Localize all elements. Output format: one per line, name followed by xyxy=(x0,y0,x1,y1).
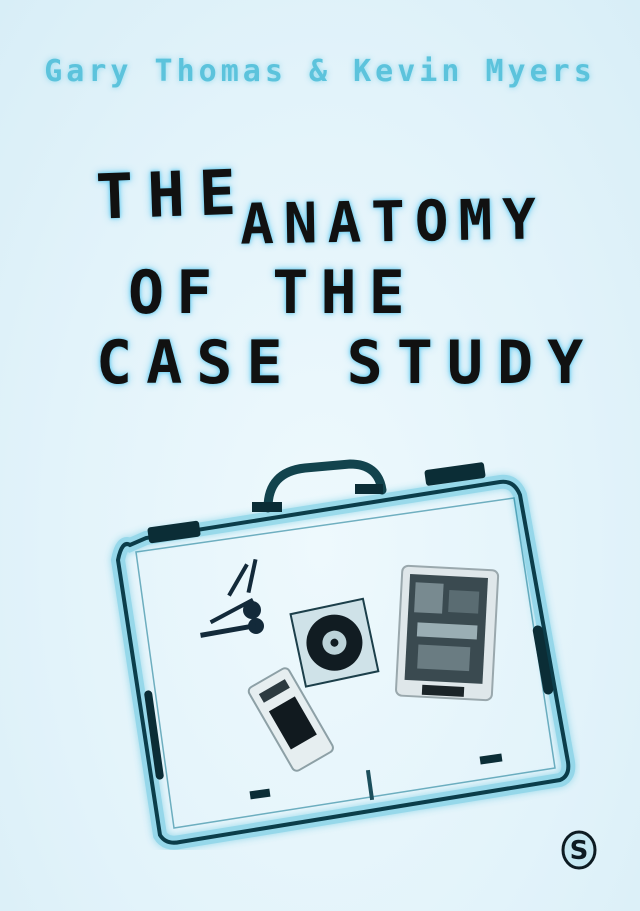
title-line-1: THE xyxy=(94,155,252,234)
briefcase-frame xyxy=(115,479,571,845)
title-line-4: CASE STUDY xyxy=(96,328,598,398)
latch-left xyxy=(147,520,201,544)
disc-xray xyxy=(289,597,380,688)
xray-briefcase-illustration xyxy=(110,459,576,850)
latch-right xyxy=(424,462,486,486)
title-line-2: ANATOMY xyxy=(239,187,547,258)
briefcase-handle xyxy=(263,459,387,513)
keys-xray xyxy=(200,558,264,638)
title-line-3: OF THE xyxy=(128,258,417,328)
author-names: Gary Thomas & Kevin Myers xyxy=(44,54,596,89)
publisher-logo: S xyxy=(561,830,597,870)
svg-text:S: S xyxy=(570,836,589,866)
phone-xray xyxy=(247,667,334,772)
electronic-device-xray xyxy=(395,564,500,702)
